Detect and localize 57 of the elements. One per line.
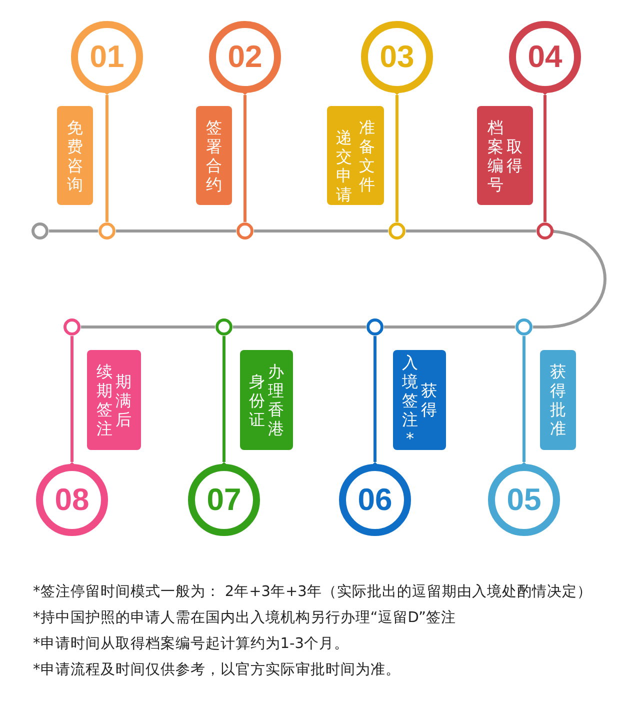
timeline-line (406, 230, 536, 232)
timeline-dot (31, 222, 49, 240)
step-label-box (87, 350, 141, 450)
step-number: 05 (506, 481, 542, 519)
step-label: 取得档案编号 (488, 118, 522, 194)
timeline-dot (366, 318, 384, 336)
footnote: *持中国护照的申请人需在国内出入境机构另行办理“逗留D”签注 (33, 608, 456, 627)
step-label-box (393, 350, 446, 450)
pin-stem (106, 95, 108, 222)
pin-stem (244, 95, 246, 222)
step-pin (187, 462, 261, 537)
step-label-box (196, 106, 232, 205)
timeline-dot (388, 222, 406, 240)
step-pin (35, 462, 109, 537)
pin-stem (396, 95, 398, 222)
step-label: 免费咨询 (67, 118, 83, 194)
step-number: 01 (88, 38, 126, 76)
step-number: 02 (226, 38, 264, 76)
pin-stem (222, 336, 226, 462)
pin-stem (544, 95, 546, 222)
step-pin (208, 20, 282, 95)
timeline-line (254, 230, 388, 232)
step-label-box (477, 106, 533, 205)
step-pin (508, 20, 582, 95)
step-label: 获得批准 (550, 362, 566, 438)
step-pin (338, 462, 412, 537)
timeline-line (116, 230, 236, 232)
footnote: *申请流程及时间仅供参考，以官方实际审批时间为准。 (33, 660, 400, 679)
timeline-line (81, 326, 215, 328)
footnote: *签注停留时间模式一般为： 2年+3年+3年（实际批出的逗留期由入境处酌情决定） (33, 582, 592, 601)
step-label-box (240, 350, 293, 450)
step-label-box (57, 106, 93, 205)
step-number: 08 (54, 481, 90, 519)
timeline-dot (98, 222, 116, 240)
step-number: 07 (206, 481, 242, 519)
timeline-dot (215, 318, 233, 336)
pin-stem (70, 336, 74, 462)
timeline-dot (236, 222, 254, 240)
step-number: 04 (526, 38, 564, 76)
timeline-dot (515, 318, 533, 336)
step-label-box (327, 106, 384, 205)
step-pin (360, 20, 434, 95)
step-number: 06 (356, 481, 394, 519)
step-label: 签署合约 (206, 118, 222, 194)
timeline-dot (63, 318, 81, 336)
pin-stem (522, 336, 526, 462)
footnote: *申请时间从取得档案编号起计算约为1-3个月。 (33, 634, 349, 653)
step-pin (487, 462, 561, 537)
step-pin (70, 20, 144, 95)
timeline-dot (536, 222, 554, 240)
timeline-line (384, 326, 515, 328)
step-number: 03 (378, 38, 416, 76)
timeline-line (233, 326, 366, 328)
timeline-line (533, 230, 606, 328)
pin-stem (374, 336, 376, 462)
timeline-line (49, 230, 98, 232)
step-label-box (540, 350, 576, 450)
